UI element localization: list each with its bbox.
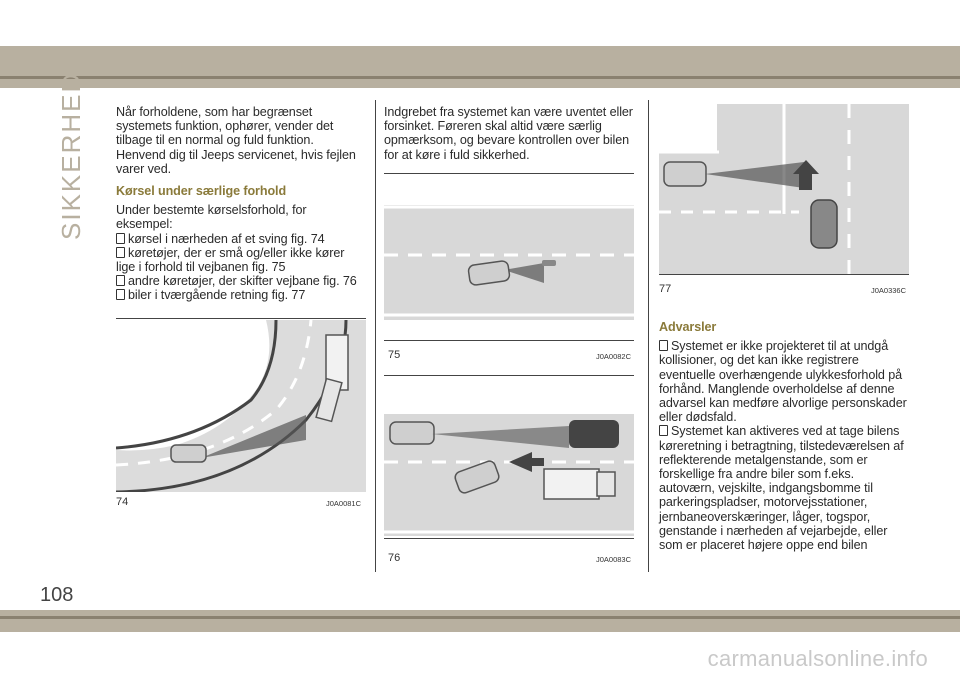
section-tab: SIKKERHED <box>52 72 92 250</box>
bottom-band-line <box>0 616 960 619</box>
section-heading: Kørsel under særlige forhold <box>116 184 287 199</box>
checkbox-bullet-icon <box>116 275 125 287</box>
figure-rule <box>659 274 909 275</box>
bullet-item: andre køretøjer, der skifter vejbane fig… <box>116 274 366 288</box>
top-band <box>0 46 960 88</box>
figure-rule <box>384 375 634 376</box>
figure-code: J0A0336C <box>871 286 907 295</box>
intro-paragraph: Indgrebet fra systemet kan være uventet … <box>384 105 633 162</box>
figure-code: J0A0082C <box>596 352 632 361</box>
figure-number: 76 <box>388 552 401 564</box>
figure-number: 75 <box>388 349 401 361</box>
column-3: Advarsler Systemet er ikke projekteret t… <box>659 312 909 552</box>
column-2: Indgrebet fra systemet kan være uventet … <box>384 105 634 162</box>
figure-number: 74 <box>116 496 129 508</box>
figure-code: J0A0083C <box>596 555 632 564</box>
top-band-line <box>0 76 960 79</box>
checkbox-bullet-icon <box>116 232 125 244</box>
checkbox-bullet-icon <box>116 289 125 301</box>
lead-paragraph: Under bestemte kørselsforhold, for eksem… <box>116 203 307 232</box>
figure-74-curve-illustration <box>116 320 366 492</box>
figure-code: J0A0081C <box>326 499 362 508</box>
intro-paragraph: Når forholdene, som har begrænset system… <box>116 105 356 176</box>
bullet-item: kørsel i nærheden af et sving fig. 74 <box>116 232 366 246</box>
checkbox-bullet-icon <box>659 425 668 437</box>
bottom-band <box>0 610 960 632</box>
figure-rule <box>384 538 634 539</box>
bullet-item: Systemet kan aktiveres ved at tage bilen… <box>659 424 904 553</box>
section-tab-label: SIKKERHED <box>56 71 86 240</box>
column-divider <box>648 100 649 572</box>
figure-75-motorcycle-illustration <box>384 205 634 320</box>
column-divider <box>375 100 376 572</box>
figure-rule <box>116 318 366 319</box>
figure-77-crossing-traffic-illustration <box>659 104 909 274</box>
figure-rule <box>384 173 634 174</box>
bullet-item: Systemet er ikke projekteret til at undg… <box>659 339 907 425</box>
checkbox-bullet-icon <box>116 246 125 258</box>
column-1: Når forholdene, som har begrænset system… <box>116 105 366 303</box>
figure-rule <box>384 340 634 341</box>
checkbox-bullet-icon <box>659 340 668 352</box>
warnings-heading: Advarsler <box>659 320 717 334</box>
page-number: 108 <box>40 584 74 606</box>
bullet-item: køretøjer, der er små og/eller ikke køre… <box>116 245 345 275</box>
figure-number: 77 <box>659 283 672 295</box>
figure-76-lane-change-illustration <box>384 414 634 536</box>
bullet-item: biler i tværgående retning fig. 77 <box>116 288 366 302</box>
watermark: carmanualsonline.info <box>707 646 928 671</box>
